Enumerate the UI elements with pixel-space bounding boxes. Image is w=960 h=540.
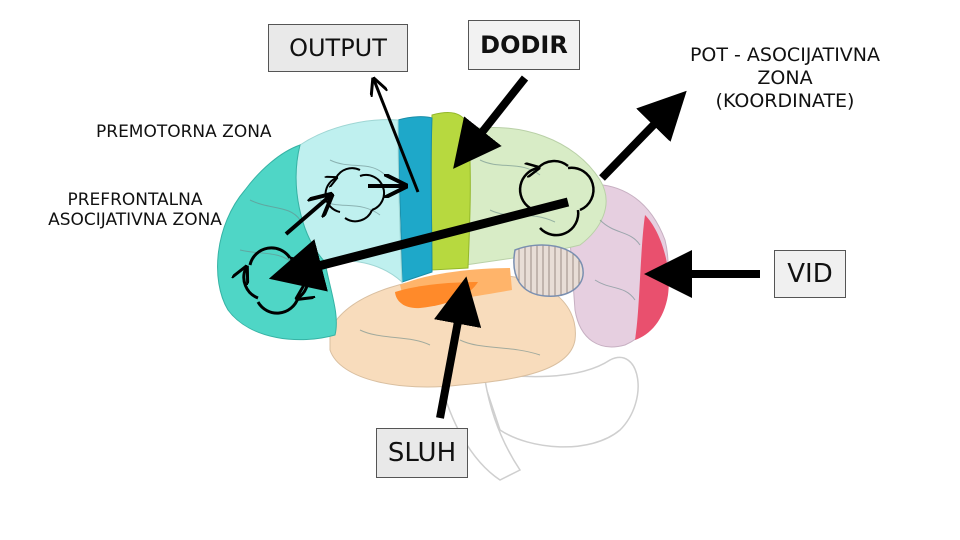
parietal-loop: [518, 159, 595, 237]
cerebellum: [478, 356, 639, 448]
premotor-loop: [326, 167, 385, 223]
wernicke-region: [513, 244, 584, 297]
brain-regions: [217, 112, 669, 481]
prefrontal-to-premotor-arrow: [284, 196, 330, 236]
output-arrow: [374, 80, 420, 193]
prefrontalna-label-line1: PREFRONTALNA: [67, 190, 203, 210]
sluh-label: SLUH: [376, 428, 468, 478]
loop-arrows: [244, 159, 595, 315]
premotorna-label: PREMOTORNA ZONA: [96, 122, 272, 142]
pot-label-line3: (KOORDINATE): [715, 89, 855, 112]
motor-region: [397, 116, 433, 283]
sluh-arrow: [434, 276, 482, 419]
vid-label: VID: [774, 250, 846, 298]
brainstem: [439, 379, 522, 481]
arrows: [268, 75, 760, 419]
dodir-label: DODIR: [468, 20, 580, 70]
somatosensory-region: [430, 112, 471, 271]
prefrontal-loop: [244, 246, 308, 315]
output-label: OUTPUT: [268, 24, 408, 72]
pot-arrow: [599, 90, 687, 181]
parietal-to-prefrontal-arrow: [268, 197, 570, 292]
pot-label: POT - ASOCIJATIVNA ZONA (KOORDINATE): [660, 44, 910, 112]
prefrontalna-label: PREFRONTALNA ASOCIJATIVNA ZONA: [20, 190, 250, 231]
pot-label-line1: POT - ASOCIJATIVNA: [689, 44, 881, 66]
pot-label-line2: ZONA: [757, 66, 813, 89]
dodir-arrow: [453, 75, 529, 169]
prefrontalna-label-line2: ASOCIJATIVNA ZONA: [48, 210, 222, 231]
